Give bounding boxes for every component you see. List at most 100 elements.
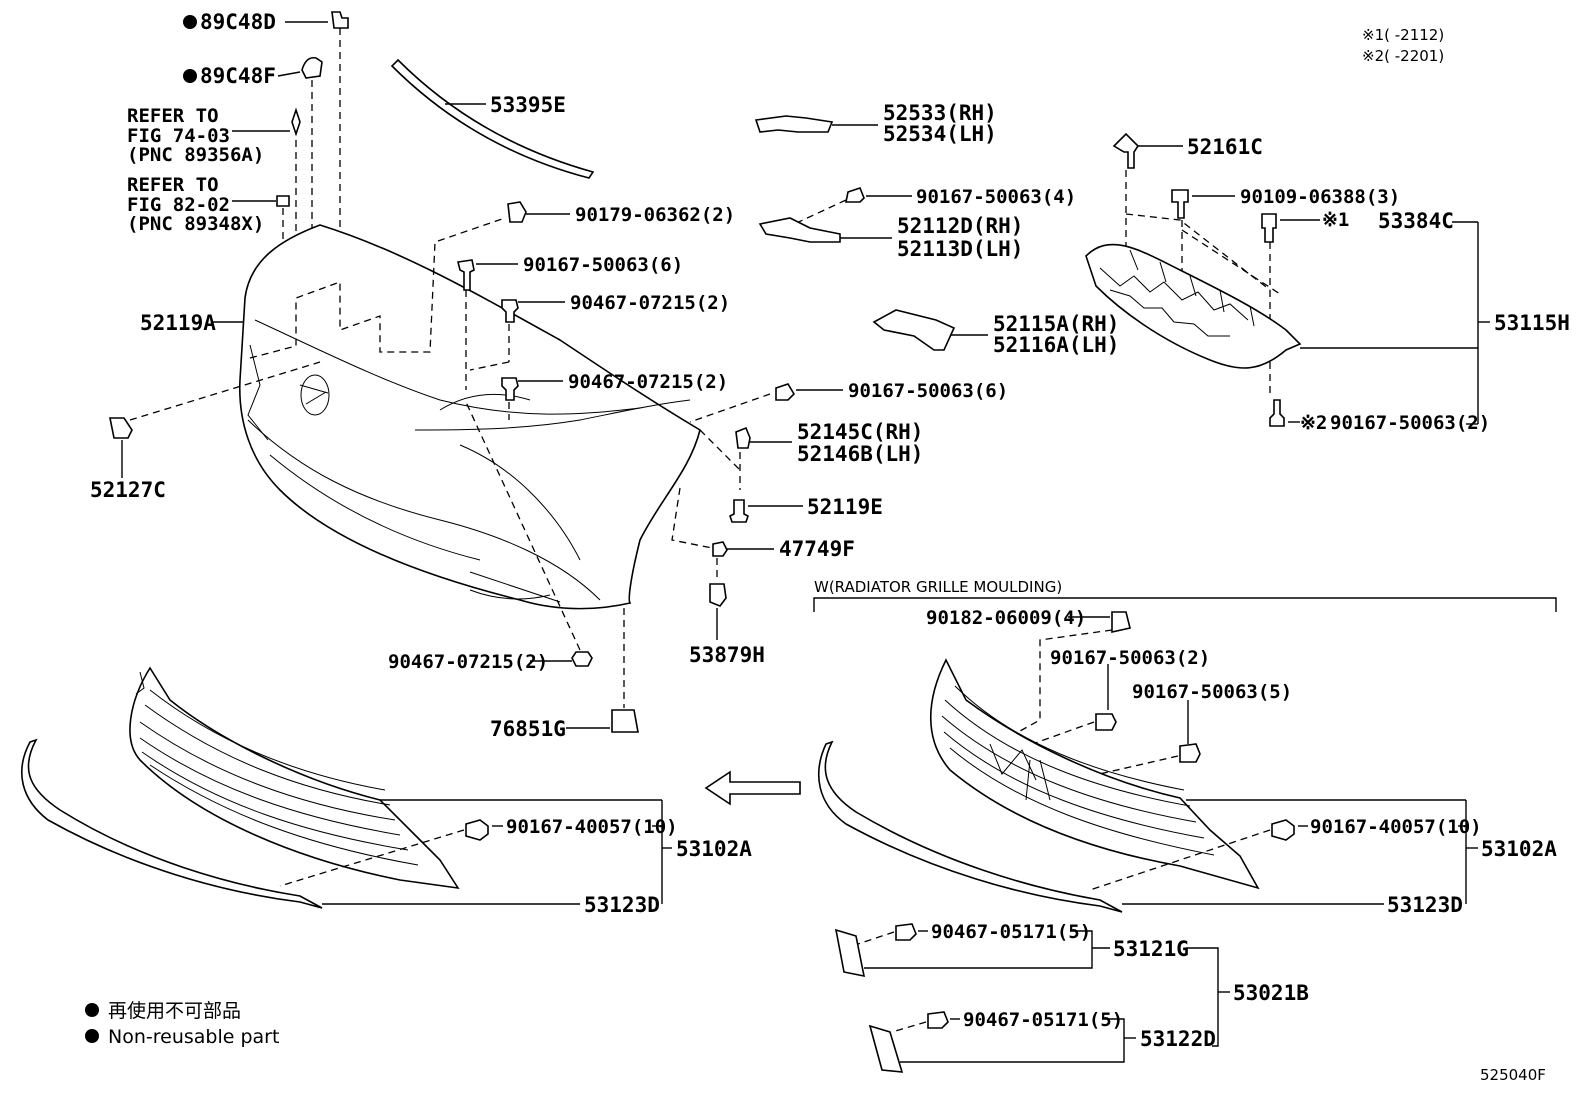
clip-76851g xyxy=(611,709,639,733)
screw-90167-50063-2a xyxy=(1269,399,1285,427)
clip-90467-07215-c xyxy=(571,651,593,667)
bumper-cover-52119a xyxy=(238,224,701,610)
label-90167-50063-6: 90167-50063(6) xyxy=(523,254,683,276)
label-90179-06362: 90179-06362(2) xyxy=(575,204,735,226)
absorber-53115h xyxy=(1085,243,1302,369)
label-52533: 52533(RH) xyxy=(883,101,997,125)
grille-53102a-right xyxy=(929,658,1260,890)
label-90167-40057-b: 90167-40057(10) xyxy=(1310,816,1482,838)
figure-id: 525040F xyxy=(1480,1066,1546,1084)
label-90167-50063-2b: 90167-50063(2) xyxy=(1050,647,1210,669)
refer-82-02-line1: REFER TO xyxy=(127,174,219,196)
label-53395e: 53395E xyxy=(490,93,566,117)
spacer-53384c xyxy=(1261,213,1277,243)
variant-heading: W(RADIATOR GRILLE MOULDING) xyxy=(814,578,1062,596)
label-52534: 52534(LH) xyxy=(883,122,997,146)
clip-52161c xyxy=(1112,132,1140,169)
moulding-53395e xyxy=(390,58,595,179)
label-90167-40057-a: 90167-40057(10) xyxy=(506,816,678,838)
bracket-52112d xyxy=(758,217,841,243)
label-52113d: 52113D(LH) xyxy=(897,237,1023,261)
direction-arrow xyxy=(704,770,801,806)
cover-52127c xyxy=(109,417,133,439)
moulding-53123d-left xyxy=(21,738,323,909)
nut-47749f xyxy=(712,541,728,557)
screw-90167-50063-6b xyxy=(775,383,796,401)
label-52119e: 52119E xyxy=(807,495,883,519)
label-52127c: 52127C xyxy=(90,478,166,502)
clip-90467-05171-b xyxy=(927,1011,949,1029)
legend-english: Non-reusable part xyxy=(108,1026,279,1048)
label-53102a-left: 53102A xyxy=(676,837,752,861)
legend-japanese: 再使用不可部品 xyxy=(108,1000,241,1022)
label-90167-50063-6b: 90167-50063(6) xyxy=(848,380,1008,402)
clip-53879h xyxy=(709,583,727,607)
retainer-52533 xyxy=(754,115,834,133)
refer-74-03-line2: FIG 74-03 xyxy=(127,125,230,147)
bracket-52115a xyxy=(872,309,956,351)
refer-74-03-line1: REFER TO xyxy=(127,105,219,127)
label-90182-06009: 90182-06009(4) xyxy=(926,607,1086,629)
label-53021b: 53021B xyxy=(1233,981,1309,1005)
clip-89c48d xyxy=(331,11,349,29)
moulding-53121g xyxy=(834,928,866,978)
refer-74-03-line3: (PNC 89356A) xyxy=(127,144,264,166)
label-53384c: 53384C xyxy=(1378,209,1454,233)
label-90167-50063-2a: 90167-50063(2) xyxy=(1330,412,1490,434)
label-53123d-left: 53123D xyxy=(584,893,660,917)
legend-marker xyxy=(85,1003,99,1017)
emblem-89356a xyxy=(291,107,301,137)
label-52112d: 52112D(RH) xyxy=(897,214,1023,238)
screw-90167-40057-a xyxy=(465,819,489,841)
label-90109-06388: 90109-06388(3) xyxy=(1240,186,1400,208)
sensor-89348x xyxy=(276,195,290,207)
label-53102a-right: 53102A xyxy=(1481,837,1557,861)
label-76851g: 76851G xyxy=(490,717,566,741)
clip-90467-07215-b xyxy=(501,377,519,401)
label-52119a: 52119A xyxy=(140,311,216,335)
label-53115h: 53115H xyxy=(1494,311,1570,335)
label-53879h: 53879H xyxy=(689,643,765,667)
non-reusable-marker xyxy=(183,69,197,83)
label-52145c: 52145C(RH) xyxy=(797,420,923,444)
label-90467-07215-c: 90467-07215(2) xyxy=(388,651,548,673)
label-53122d: 53122D xyxy=(1140,1027,1216,1051)
label-52115a: 52115A(RH) xyxy=(993,312,1119,336)
retainer-52145c xyxy=(735,426,751,449)
clip-90467-07215-a xyxy=(501,299,519,323)
clip-89c48f xyxy=(301,56,323,79)
grille-53102a-left xyxy=(129,666,460,890)
label-53123d-right: 53123D xyxy=(1387,893,1463,917)
screw-90167-50063-4 xyxy=(845,187,865,203)
note-2-range: ※2( -2201) xyxy=(1362,47,1444,65)
screw-90167-40057-b xyxy=(1271,819,1295,841)
note-1-range: ※1( -2112) xyxy=(1362,26,1444,44)
moulding-53123d-right xyxy=(818,740,1123,913)
bolt-90109-06388 xyxy=(1171,189,1189,219)
non-reusable-marker xyxy=(183,15,197,29)
label-89c48f: 89C48F xyxy=(200,64,276,88)
label-90467-05171-b: 90467-05171(5) xyxy=(963,1009,1123,1031)
refer-82-02-line2: FIG 82-02 xyxy=(127,194,230,216)
label-90167-50063-5: 90167-50063(5) xyxy=(1132,681,1292,703)
screw-90167-50063-5 xyxy=(1179,743,1201,763)
screw-52119e xyxy=(729,499,749,523)
label-90467-07215-b: 90467-07215(2) xyxy=(568,371,728,393)
screw-90167-50063-2b xyxy=(1095,713,1117,731)
label-52116a: 52116A(LH) xyxy=(993,333,1119,357)
label-47749f: 47749F xyxy=(779,537,855,561)
label-52146b: 52146B(LH) xyxy=(797,442,923,466)
nut-90182-06009 xyxy=(1111,611,1131,633)
screw-90167-50063-6 xyxy=(457,259,475,291)
label-90167-50063-4: 90167-50063(4) xyxy=(916,186,1076,208)
label-90467-07215-a: 90467-07215(2) xyxy=(570,292,730,314)
ref-mark-1: ※1 xyxy=(1322,209,1349,231)
refer-82-02-line3: (PNC 89348X) xyxy=(127,213,264,235)
label-90467-05171-a: 90467-05171(5) xyxy=(931,921,1091,943)
label-89c48d: 89C48D xyxy=(200,10,276,34)
legend-marker xyxy=(85,1029,99,1043)
label-53121g: 53121G xyxy=(1113,937,1189,961)
moulding-53122d xyxy=(868,1024,904,1073)
